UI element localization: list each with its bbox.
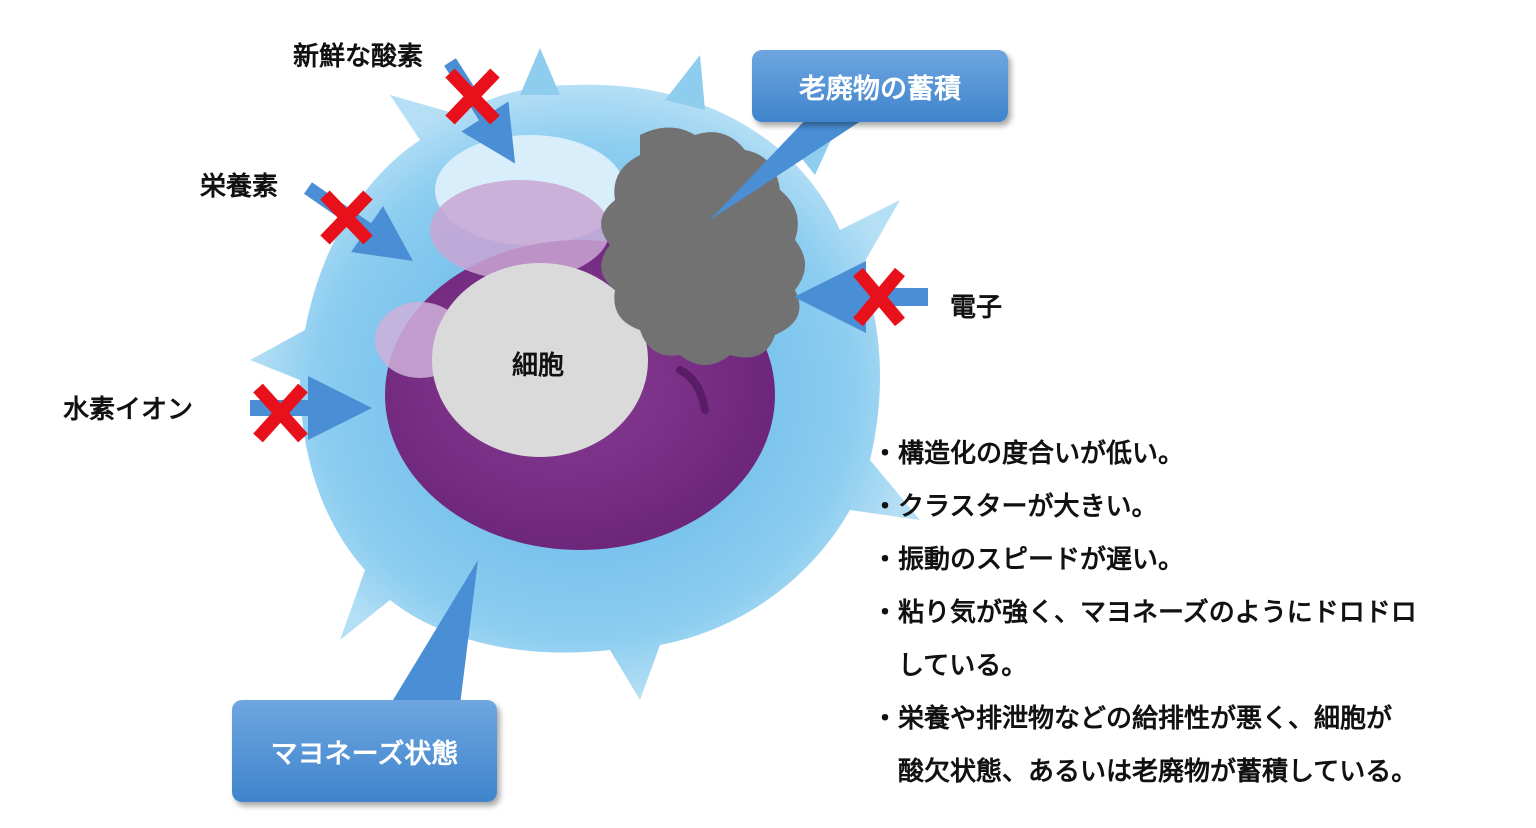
waste-callout-tail <box>710 115 870 220</box>
list-item: ・粘り気が強く、マヨネーズのようにドロドロ <box>872 598 1417 628</box>
label-electrons: 電子 <box>950 293 1003 323</box>
block-cross-icon <box>320 190 373 245</box>
nucleus <box>432 263 648 457</box>
waste-accumulation-callout: 老廃物の蓄積 <box>752 50 1008 122</box>
list-item: ・構造化の度合いが低い。 <box>872 439 1185 469</box>
list-item-continuation: 酸欠状態、あるいは老廃物が蓄積している。 <box>898 757 1418 787</box>
label-hydrogen-ions: 水素イオン <box>63 395 194 425</box>
mayonnaise-state-callout: マヨネーズ状態 <box>232 700 497 802</box>
block-cross-icon <box>853 267 905 327</box>
list-item: ・栄養や排泄物などの給排性が悪く、細胞が <box>872 704 1393 734</box>
list-item: ・クラスターが大きい。 <box>872 492 1158 522</box>
label-nutrients: 栄養素 <box>200 172 279 202</box>
light-organelle <box>430 180 610 280</box>
block-cross-icon <box>253 383 308 443</box>
list-item: ・振動のスピードが遅い。 <box>872 545 1185 575</box>
characteristics-list: ・構造化の度合いが低い。 ・クラスターが大きい。 ・振動のスピードが遅い。 ・粘… <box>872 428 1417 799</box>
block-cross-icon <box>445 68 500 125</box>
mayonnaise-callout-tail <box>390 560 478 705</box>
label-fresh-oxygen: 新鮮な酸素 <box>293 42 424 72</box>
list-item-continuation: している。 <box>898 651 1028 681</box>
label-cell: 細胞 <box>512 351 565 381</box>
